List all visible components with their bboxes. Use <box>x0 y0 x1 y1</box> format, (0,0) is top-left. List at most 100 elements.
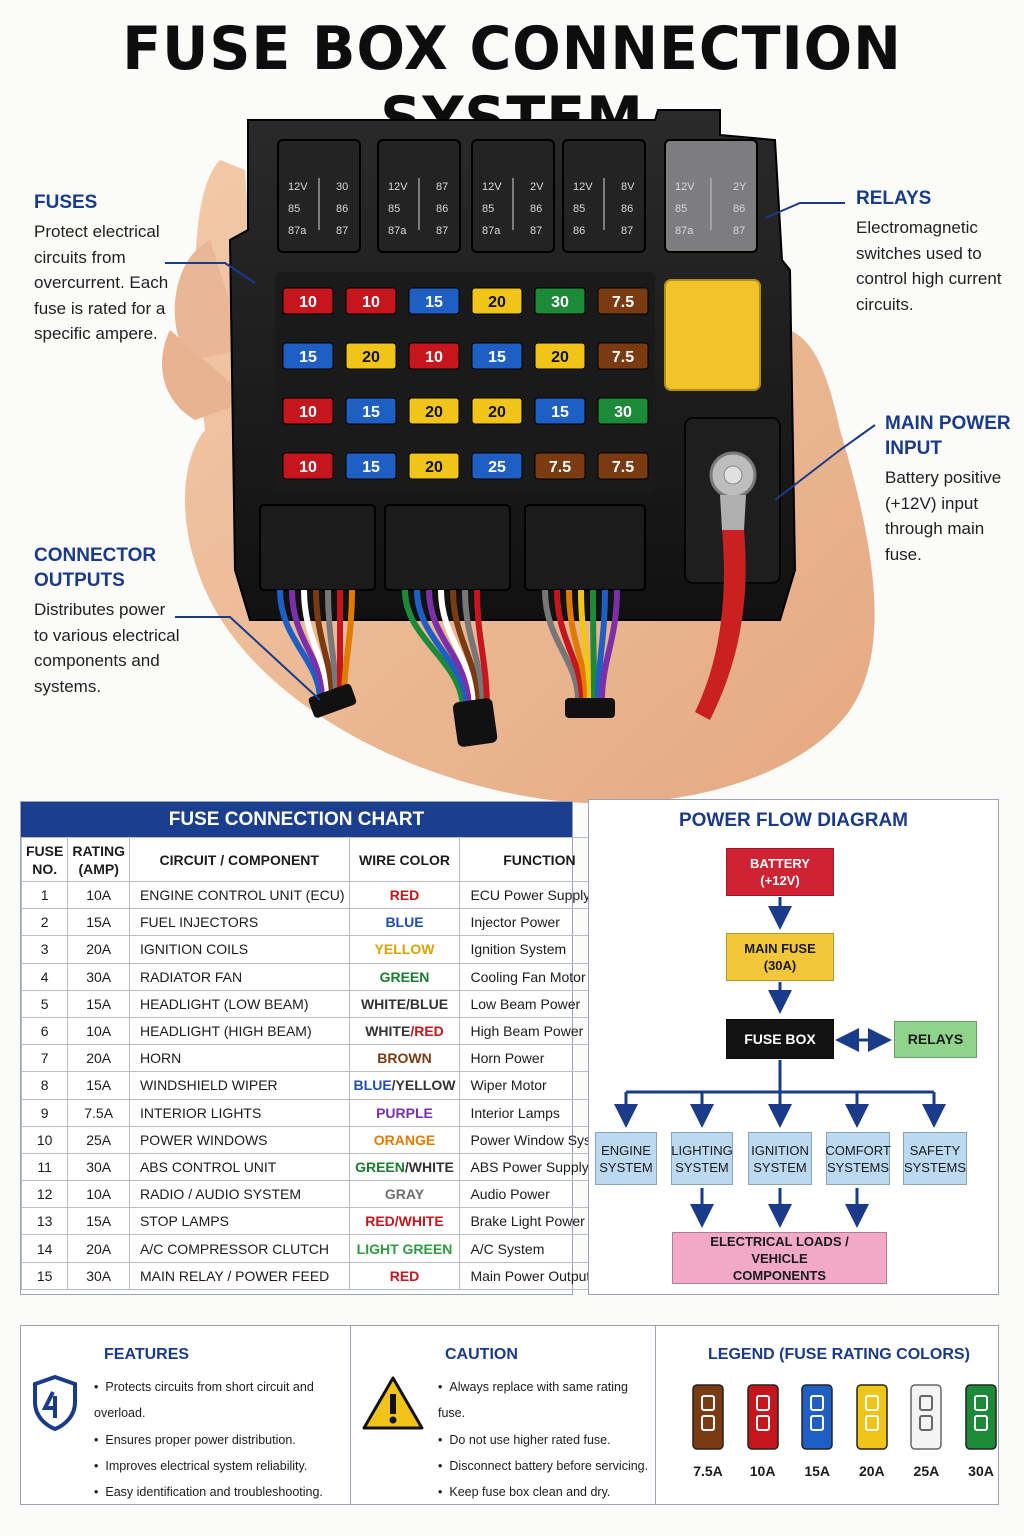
circuit-cell: IGNITION COILS <box>128 935 350 964</box>
wire-color-cell: BLUE <box>348 908 461 937</box>
wire-color-part: YELLOW <box>374 941 435 958</box>
harness-wire <box>438 589 478 711</box>
battery-node: BATTERY (+12V) <box>726 848 834 896</box>
legend-item: 7.5A <box>688 1384 728 1479</box>
wire-color-cell: BLUE/YELLOW <box>348 1071 461 1100</box>
wire-color-part: /YELLOW <box>391 1077 456 1094</box>
relay-pin-label: 85 <box>675 203 687 215</box>
wire-color-part: BLUE <box>353 1077 392 1094</box>
fuse-rating-label: 20 <box>551 349 569 366</box>
connector-outputs-heading: CONNECTOR OUTPUTS <box>34 545 157 591</box>
harness-wire <box>599 589 620 701</box>
legend-label: 10A <box>749 1463 776 1479</box>
relay-pin-label: 86 <box>336 203 348 215</box>
fuse-number-cell: 15 <box>20 1261 69 1290</box>
wire-color-part: GRAY <box>384 1186 425 1203</box>
harness-wire <box>474 589 490 711</box>
relay-pin-label: 87 <box>436 225 448 237</box>
wire-color-cell: ORANGE <box>348 1125 461 1154</box>
fuse-rating-label: 15 <box>551 404 569 421</box>
wire-color-cell: RED <box>348 880 461 910</box>
rating-cell: 10A <box>67 1016 130 1046</box>
relay-pin-label: 12V <box>573 181 593 193</box>
wire-color-part: WHITE <box>360 995 407 1012</box>
blade-fuse: 20 <box>534 342 586 370</box>
relay-pin-label: 87a <box>482 225 501 237</box>
fuse-rating-label: 20 <box>488 294 506 311</box>
circuit-cell: STOP LAMPS <box>128 1207 350 1236</box>
rating-cell: 20A <box>67 1044 130 1073</box>
relay-pin-label: 87a <box>675 225 694 237</box>
relay-pin-label: 30 <box>336 181 348 193</box>
legend-item: 20A <box>852 1384 892 1479</box>
circuit-cell: RADIATOR FAN <box>128 962 350 991</box>
rating-cell: 7.5A <box>67 1098 130 1127</box>
rating-cell: 25A <box>67 1125 130 1154</box>
relays-callout: RELAYS Electromagnetic switches used to … <box>856 186 1016 317</box>
flow-arrows <box>614 897 946 1228</box>
rating-cell: 30A <box>67 1152 130 1182</box>
fuse-box-node: FUSE BOX <box>726 1019 834 1059</box>
legend-item: 15A <box>797 1384 837 1479</box>
wire-color-cell: WHITE/RED <box>348 1016 461 1046</box>
blade-fuse: 10 <box>345 287 397 315</box>
legend-item: 30A <box>961 1384 1001 1479</box>
caution-item: Do not use higher rated fuse. <box>438 1427 656 1453</box>
flow-title: POWER FLOW DIAGRAM <box>678 810 909 831</box>
fuse-rating-label: 7.5 <box>549 459 571 476</box>
fuse-rating-label: 7.5 <box>612 294 634 311</box>
fuse-rating-label: 20 <box>488 404 506 421</box>
blade-fuse: 20 <box>345 342 397 370</box>
relays-node: RELAYS <box>894 1021 977 1058</box>
harness-wire <box>450 589 482 711</box>
col-header-circuit: CIRCUIT / COMPONENT <box>128 837 350 882</box>
fuse-rating-label: 10 <box>299 404 317 421</box>
wire-color-part: GREEN <box>379 968 430 985</box>
fuse-number-cell: 2 <box>20 908 69 937</box>
fuse-rating-label: 7.5 <box>612 349 634 366</box>
warning-icon <box>362 1376 424 1430</box>
legend-item: 25A <box>906 1384 946 1479</box>
legend-label: 15A <box>804 1463 831 1479</box>
fuse-box-illustration: 12V8587a30868712V8587a87868712V8587a2V86… <box>162 109 875 804</box>
wire-color-part: BLUE <box>385 914 424 931</box>
col-header-rating: RATING (AMP) <box>67 837 130 882</box>
fuse-rating-label: 10 <box>299 294 317 311</box>
connector-outputs-callout: CONNECTOR OUTPUTS Distributes power to v… <box>34 543 184 699</box>
fuse-number-cell: 3 <box>20 935 69 964</box>
circuit-cell: MAIN RELAY / POWER FEED <box>128 1261 350 1290</box>
blade-fuse: 15 <box>345 452 397 480</box>
col-header-wire-color: WIRE COLOR <box>348 837 461 882</box>
fuse-rating-label: 7.5 <box>612 459 634 476</box>
fuse-icon <box>801 1384 833 1450</box>
fuse-number-cell: 1 <box>20 880 69 910</box>
circuit-cell: RADIO / AUDIO SYSTEM <box>128 1180 350 1209</box>
caution-item: Keep fuse box clean and dry. <box>438 1479 656 1505</box>
relay-pin-label: 86 <box>573 225 585 237</box>
wire-color-part: PURPLE <box>376 1104 433 1121</box>
fuse-rating-label: 20 <box>425 404 443 421</box>
fuse-rating-label: 30 <box>551 294 569 311</box>
harness-wire <box>325 589 339 701</box>
circuit-cell: HEADLIGHT (LOW BEAM) <box>128 989 350 1018</box>
fuse-number-cell: 6 <box>20 1016 69 1046</box>
fuse-rating-label: 15 <box>362 404 380 421</box>
blade-fuse: 7.5 <box>597 342 649 370</box>
blade-fuse: 15 <box>345 397 397 425</box>
wire-color-part: RED <box>365 1213 395 1230</box>
features-title: FEATURES <box>104 1346 190 1363</box>
wire-color-part: GREEN <box>355 1158 405 1175</box>
wire-color-cell: BROWN <box>348 1044 461 1073</box>
fuses-heading: FUSES <box>34 192 98 213</box>
wire-color-cell: LIGHT GREEN <box>348 1234 461 1263</box>
fuse-number-cell: 12 <box>20 1180 69 1209</box>
fuse-rating-label: 15 <box>362 459 380 476</box>
fuse-icon <box>856 1384 888 1450</box>
fuse-icon <box>692 1384 724 1450</box>
